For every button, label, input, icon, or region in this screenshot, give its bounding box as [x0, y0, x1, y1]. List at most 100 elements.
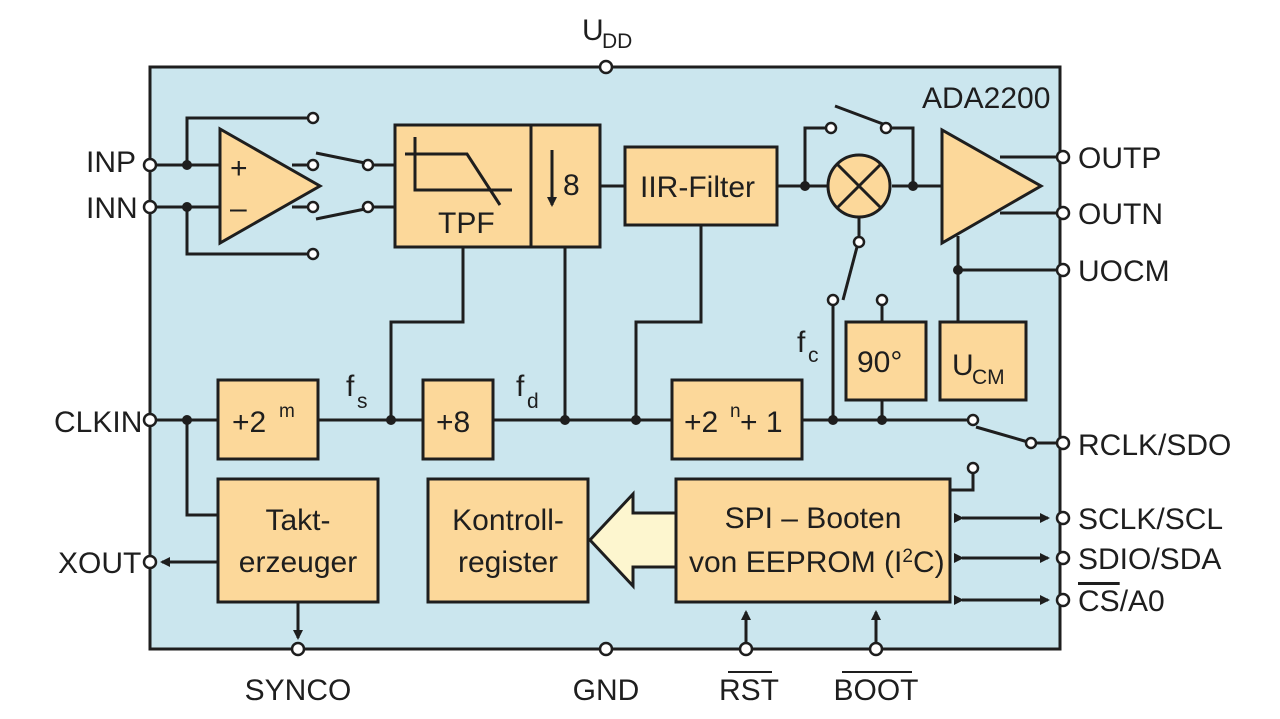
pin-udd: U DD [582, 14, 632, 75]
xout-terminal [142, 554, 158, 570]
spi-interface: SCLK/SCL SDIO/SDA CS/A0 [954, 503, 1223, 618]
inp-label: INP [86, 146, 136, 179]
rclk-sdo-label: RCLK/SDO [1078, 429, 1231, 462]
outp-terminal [1055, 149, 1071, 165]
outn-label: OUTN [1078, 198, 1163, 231]
fs-label-sub: s [357, 390, 368, 413]
output-amplifier [940, 127, 1045, 246]
boot-label: BOOT [833, 674, 918, 707]
switch-contact [306, 111, 320, 125]
iir-clock-wire [634, 225, 703, 420]
bypass-switch-lever [834, 104, 884, 126]
gnd-terminal [598, 641, 614, 657]
takt-label-line2: erzeuger [239, 546, 357, 579]
tpf-label: TPF [438, 207, 495, 240]
clock-to-takt-wire [185, 420, 218, 517]
sdio-terminal [1055, 550, 1071, 566]
switch-contact [1024, 436, 1038, 450]
multiply-icon [835, 162, 883, 210]
divider-2n-block [670, 378, 804, 461]
fc-label: f [797, 326, 806, 359]
divider-2m-block [216, 378, 320, 461]
junction-dot [828, 415, 838, 425]
inn-terminal [142, 199, 158, 215]
chip-name: ADA2200 [922, 82, 1050, 115]
junction-dot [631, 415, 641, 425]
control-register-block [426, 477, 590, 604]
switch-contact [826, 293, 840, 307]
switch-contact [306, 200, 320, 214]
data-flow-arrow [587, 490, 678, 590]
boot-terminal [868, 641, 884, 657]
spi-boot-line1: SPI – Booten [725, 502, 902, 535]
ucm-block [938, 320, 1028, 402]
control-register-line1: Kontroll- [452, 504, 564, 537]
switch-contact [875, 293, 889, 307]
lowpass-response-icon [405, 137, 512, 206]
uocm-wires [956, 236, 1060, 322]
wire [950, 473, 975, 492]
amp-plus-sign: + [230, 152, 248, 185]
decimation-factor: 8 [563, 169, 580, 202]
tpf-clock-wire [389, 247, 465, 420]
takt-generator-block [216, 477, 380, 604]
fc-label-sub: c [808, 344, 819, 367]
switch-contact [306, 158, 320, 172]
clkin-terminal [142, 412, 158, 428]
junction-dot [953, 265, 963, 275]
inp-terminal [142, 157, 158, 173]
ucm-label-sub: CM [972, 366, 1005, 389]
switch-to-filter-wires [373, 163, 395, 209]
fs-label: f [346, 370, 355, 403]
bypass-wires [185, 116, 310, 256]
clkin-label: CLKIN [54, 406, 142, 439]
clock-generator: Takt- erzeuger XOUT [58, 477, 380, 640]
junction-dot [560, 415, 570, 425]
spi-boot-block [674, 477, 952, 604]
synco-label: SYNCO [245, 674, 352, 707]
output-wires [1000, 155, 1060, 215]
output-driver: OUTP OUTN UOCM [940, 127, 1170, 322]
junction-dot [182, 160, 192, 170]
sclk-terminal [1055, 510, 1071, 526]
fd-label: f [516, 370, 525, 403]
udd-label: U [582, 14, 604, 47]
junction-dot [800, 181, 810, 191]
uocm-label: UOCM [1078, 255, 1170, 288]
synco-terminal [290, 641, 306, 657]
sdio-sda-label: SDIO/SDA [1078, 543, 1221, 576]
iir-filter-block [623, 145, 779, 227]
udd-terminal [598, 59, 614, 75]
mixer-bypass-wires [803, 126, 915, 186]
amp-minus-sign: – [230, 192, 247, 225]
input-amplifier [218, 126, 324, 246]
junction-dot [877, 415, 887, 425]
divider-2n-tail: + 1 [740, 406, 783, 439]
gnd-label: GND [573, 674, 640, 707]
junction-dot [182, 202, 192, 212]
inn-label: INN [86, 192, 138, 225]
switch-contact [966, 461, 980, 475]
outn-terminal [1055, 205, 1071, 221]
udd-label-sub: DD [602, 30, 632, 53]
xout-label: XOUT [58, 547, 141, 580]
spi-boot-line2a: von EEPROM (I2C) [689, 546, 945, 579]
clock-chain: CLKIN +2 m f s +8 f d +2 n + 1 RCLK/SDO [54, 370, 1231, 517]
switch-contact [966, 413, 980, 427]
tpf-block [393, 123, 602, 249]
switch-contact [306, 247, 320, 261]
junction-dot [386, 415, 396, 425]
switch-contact [824, 121, 838, 135]
divider-2m-exp: m [279, 401, 295, 422]
outp-label: OUTP [1078, 142, 1161, 175]
divider-2m-label: +2 [232, 406, 266, 439]
iir-filter-label: IIR-Filter [640, 171, 755, 204]
uocm-terminal [1055, 262, 1071, 278]
rst-terminal [738, 641, 754, 657]
control-register-line2: register [458, 546, 558, 579]
input-stage: INP INN + – [86, 111, 395, 261]
fd-label-sub: d [527, 390, 539, 413]
takt-label-line1: Takt- [265, 504, 330, 537]
input-switch-levers [315, 151, 366, 221]
